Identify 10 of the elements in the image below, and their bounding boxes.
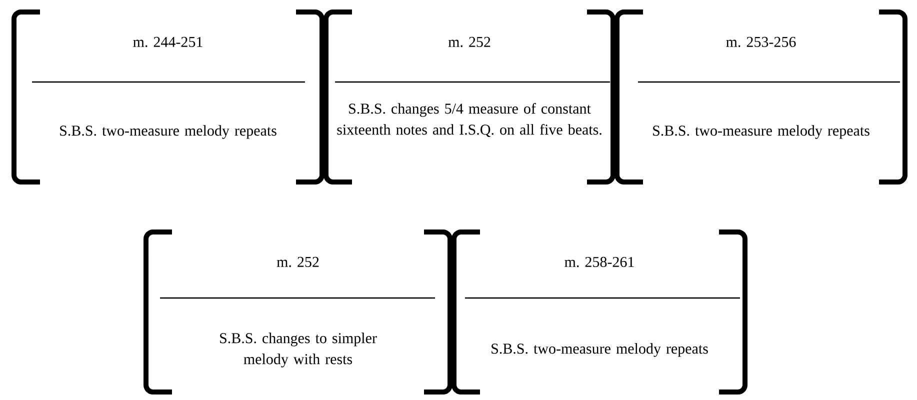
body-text: S.B.S. two-measure melody repeats bbox=[60, 125, 276, 139]
heading-text: m. 258-261 bbox=[564, 256, 634, 268]
heading-text: m. 253-256 bbox=[726, 36, 796, 48]
body-text: S.B.S. two-measure melody repeats bbox=[653, 125, 870, 139]
body-text: S.B.S. changes 5/4 measure of constant sixteenth notes and I.S.Q. on all five beats. bbox=[337, 103, 602, 137]
heading-text: m. 252 bbox=[448, 36, 490, 48]
heading-text: m. 252 bbox=[276, 256, 319, 268]
body-text: S.B.S. two-measure melody repeats bbox=[492, 343, 708, 357]
heading-text: m. 244-251 bbox=[133, 36, 202, 48]
body-text: S.B.S. changes to simpler melody with rests bbox=[220, 332, 377, 368]
